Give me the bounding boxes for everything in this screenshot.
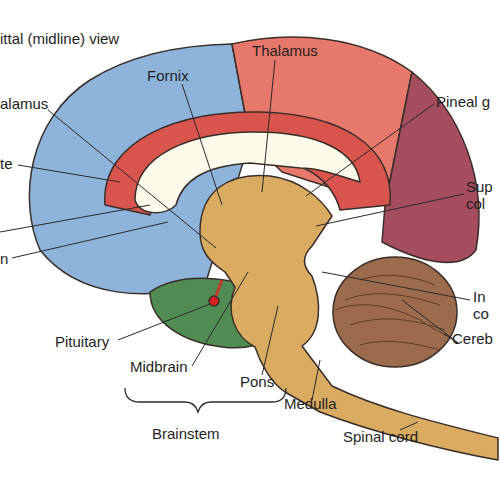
pituitary-stalk bbox=[216, 280, 222, 296]
part-label: te bbox=[0, 155, 13, 172]
part-label: Thalamus bbox=[252, 42, 318, 59]
part-label: Sup col bbox=[466, 178, 500, 212]
pituitary-gland bbox=[209, 296, 219, 306]
part-label: In co bbox=[473, 288, 495, 322]
figure-title: ittal (midline) view bbox=[0, 30, 119, 47]
part-label: Medulla bbox=[284, 395, 337, 412]
part-label: Pons bbox=[240, 373, 274, 390]
part-label: Fornix bbox=[147, 67, 189, 84]
part-label: Cereb bbox=[452, 330, 493, 347]
part-label: Spinal cord bbox=[343, 428, 418, 445]
part-label: Brainstem bbox=[152, 425, 220, 442]
part-label: Pineal g bbox=[436, 93, 490, 110]
leader-lines bbox=[0, 60, 470, 430]
cerebellum bbox=[333, 257, 457, 367]
part-label: Midbrain bbox=[130, 358, 188, 375]
part-label: Pituitary bbox=[55, 333, 109, 350]
cerebellum-folia bbox=[335, 275, 452, 350]
part-label: n bbox=[0, 250, 8, 267]
brainstem-shape bbox=[200, 175, 498, 460]
brainstem-bracket bbox=[125, 388, 286, 412]
part-label: alamus bbox=[0, 95, 48, 112]
